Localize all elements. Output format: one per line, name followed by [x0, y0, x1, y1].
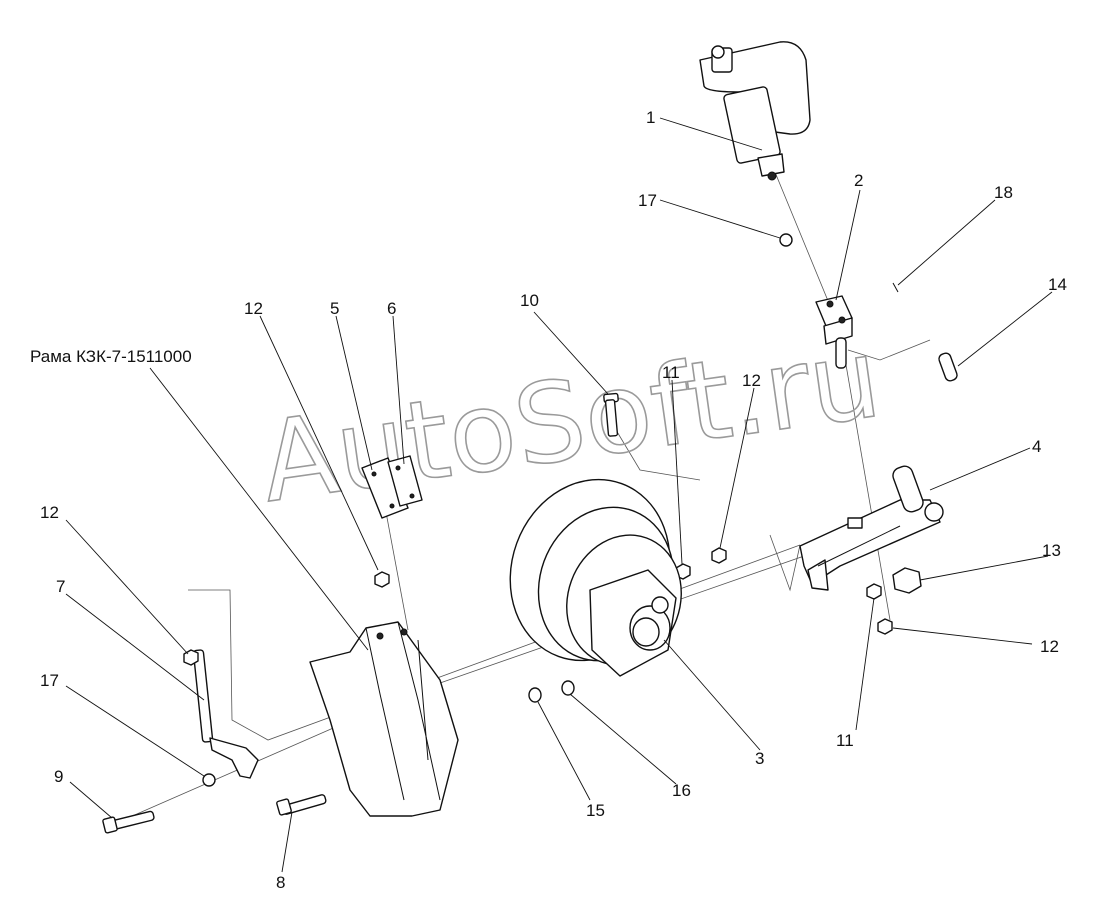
part-13-nut [892, 567, 922, 594]
callout-4: 4 [1032, 437, 1041, 456]
part-4-lever-arm [799, 465, 944, 591]
callout-12-right: 12 [1040, 637, 1059, 656]
part-14-axle-pin [938, 352, 958, 382]
callout-13: 13 [1042, 541, 1061, 560]
callout-12-left: 12 [40, 503, 59, 522]
callout-15: 15 [586, 801, 605, 820]
callout-16: 16 [672, 781, 691, 800]
callout-labels: 1 2 3 4 5 6 7 8 9 10 11 11 12 12 12 12 1… [30, 108, 1067, 892]
part-16-washer [561, 680, 575, 696]
callout-17-lower: 17 [40, 671, 59, 690]
part-2-bracket [815, 295, 853, 369]
part-17-washer-upper [779, 233, 793, 247]
part-9-bolt [102, 810, 155, 834]
callout-11-center: 11 [662, 363, 680, 382]
part-17-washer-lower [202, 773, 216, 787]
callout-18: 18 [994, 183, 1013, 202]
leader-lines [65, 117, 1053, 873]
callout-1: 1 [646, 108, 655, 127]
frame-label: Рама КЗК-7-1511000 [30, 347, 192, 366]
assembly-axes [104, 159, 931, 829]
callout-12-top: 12 [244, 299, 263, 318]
callout-8: 8 [276, 873, 285, 892]
callout-2: 2 [854, 171, 863, 190]
frame-section [309, 621, 459, 817]
part-5-plate [361, 457, 409, 519]
part-3-pulley-gearbox [509, 478, 682, 677]
part-12-nut-center [711, 547, 727, 564]
part-11-nut-right [866, 583, 882, 600]
part-18-pin [892, 282, 899, 293]
callout-10: 10 [520, 291, 539, 310]
part-12-nut-right [877, 618, 893, 635]
callout-7: 7 [56, 577, 65, 596]
part-7-rod [192, 649, 259, 779]
callout-12-center: 12 [742, 371, 761, 390]
part-1-actuator [699, 41, 811, 181]
callout-6: 6 [387, 299, 396, 318]
callout-14: 14 [1048, 275, 1067, 294]
part-15-washer [528, 687, 542, 703]
callout-11-right: 11 [836, 731, 854, 750]
callout-17-upper: 17 [638, 191, 657, 210]
part-12-nut-left [374, 571, 390, 588]
callout-9: 9 [54, 767, 63, 786]
part-10-bolt [603, 392, 619, 437]
callout-5: 5 [330, 299, 339, 318]
part-8-bolt [276, 794, 327, 816]
part-6-plate [387, 455, 423, 507]
callout-3: 3 [755, 749, 764, 768]
